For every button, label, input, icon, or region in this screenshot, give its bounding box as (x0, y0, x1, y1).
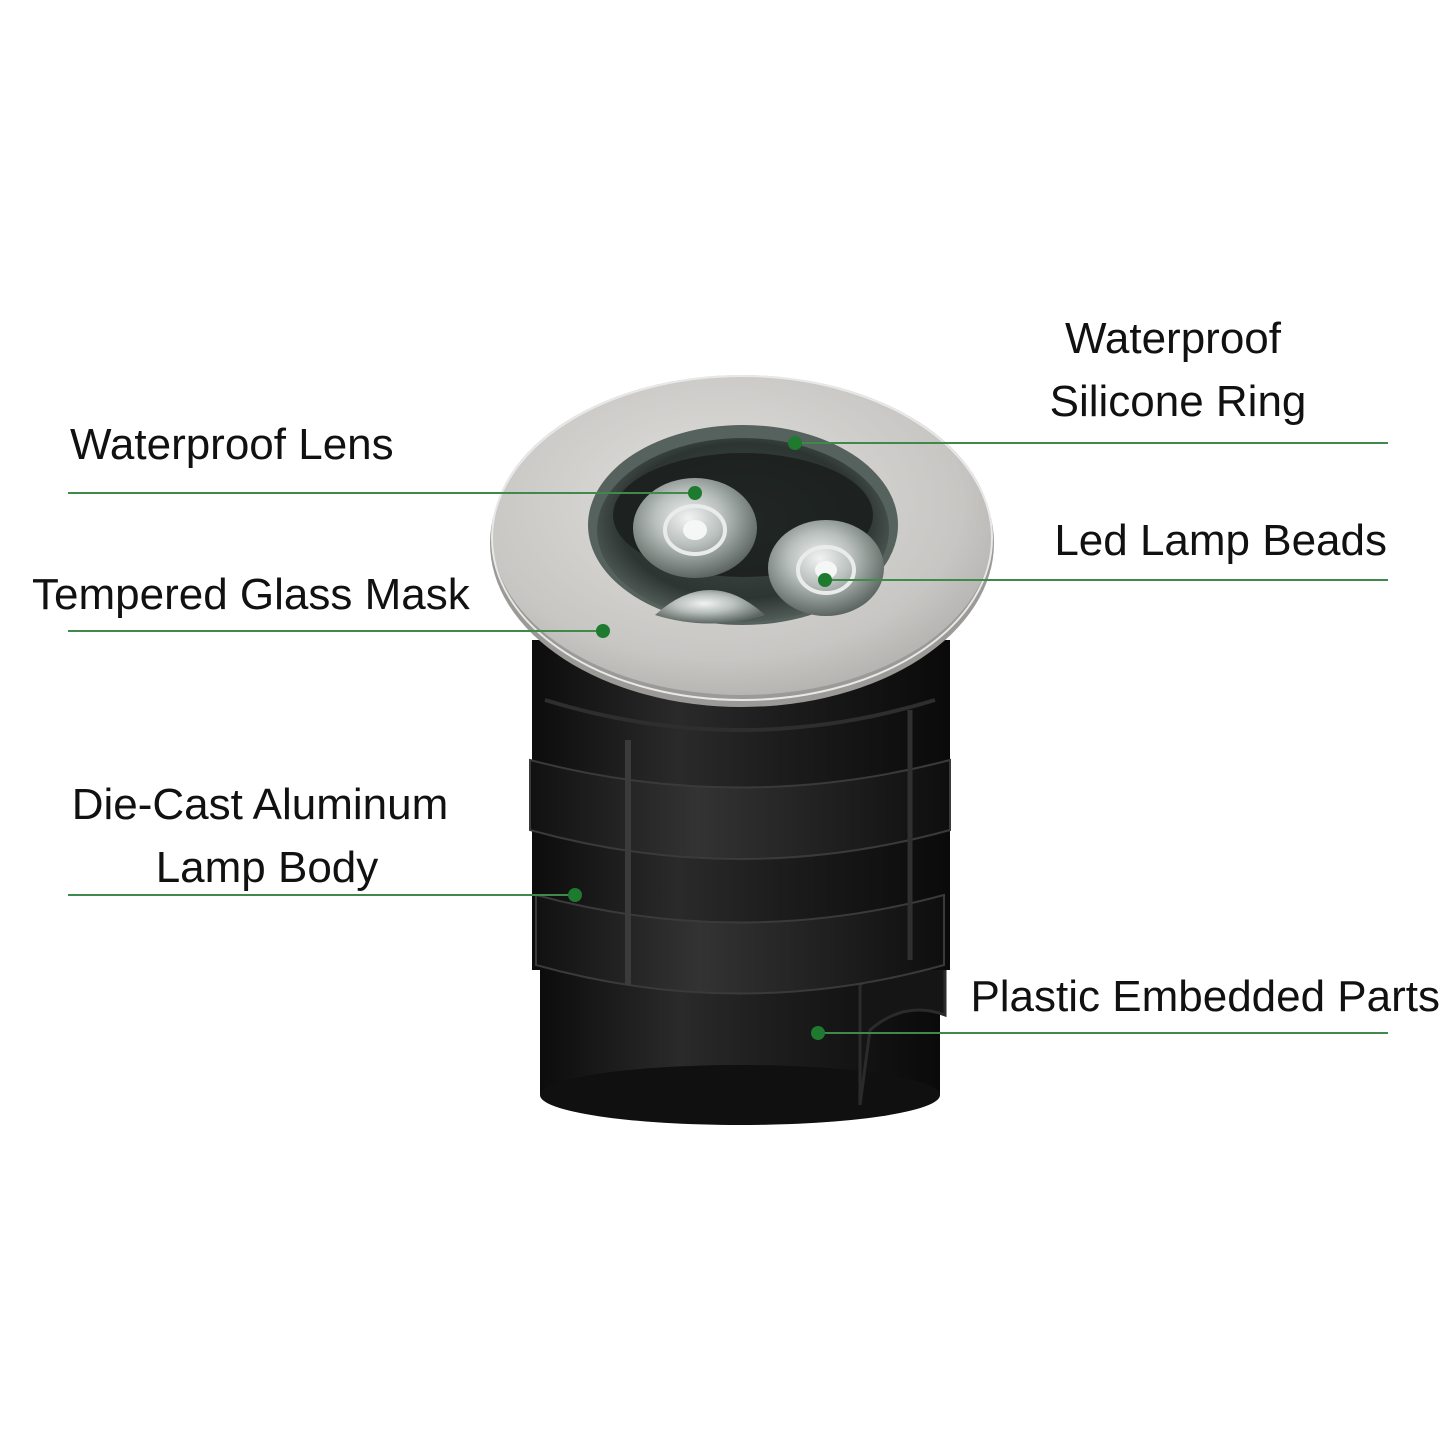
label-waterproof-lens: Waterproof Lens (70, 420, 394, 469)
lamp-illustration (490, 375, 994, 1125)
led-bead-1 (633, 478, 757, 578)
leader-dots (568, 436, 832, 1040)
label-plastic-embedded-parts: Plastic Embedded Parts (970, 972, 1440, 1021)
label-silicone-ring-line2: Silicone Ring (1050, 377, 1307, 426)
label-led-lamp-beads: Led Lamp Beads (1054, 516, 1387, 565)
label-die-cast-line2: Lamp Body (156, 843, 379, 892)
body-band-lower (535, 893, 945, 995)
dot-body (568, 888, 582, 902)
label-die-cast-line1: Die-Cast Aluminum (72, 780, 449, 829)
dot-plastic (811, 1026, 825, 1040)
dot-lens (688, 486, 702, 500)
dot-glass-mask (596, 624, 610, 638)
label-silicone-ring-line1: Waterproof (1065, 314, 1282, 363)
dot-beads (818, 573, 832, 587)
label-tempered-glass-mask: Tempered Glass Mask (32, 570, 471, 619)
led-bead-3 (655, 590, 765, 624)
dot-silicone (788, 436, 802, 450)
led-bead-2 (768, 520, 884, 616)
leader-lines (68, 442, 1388, 1034)
body-band-upper (529, 758, 951, 860)
